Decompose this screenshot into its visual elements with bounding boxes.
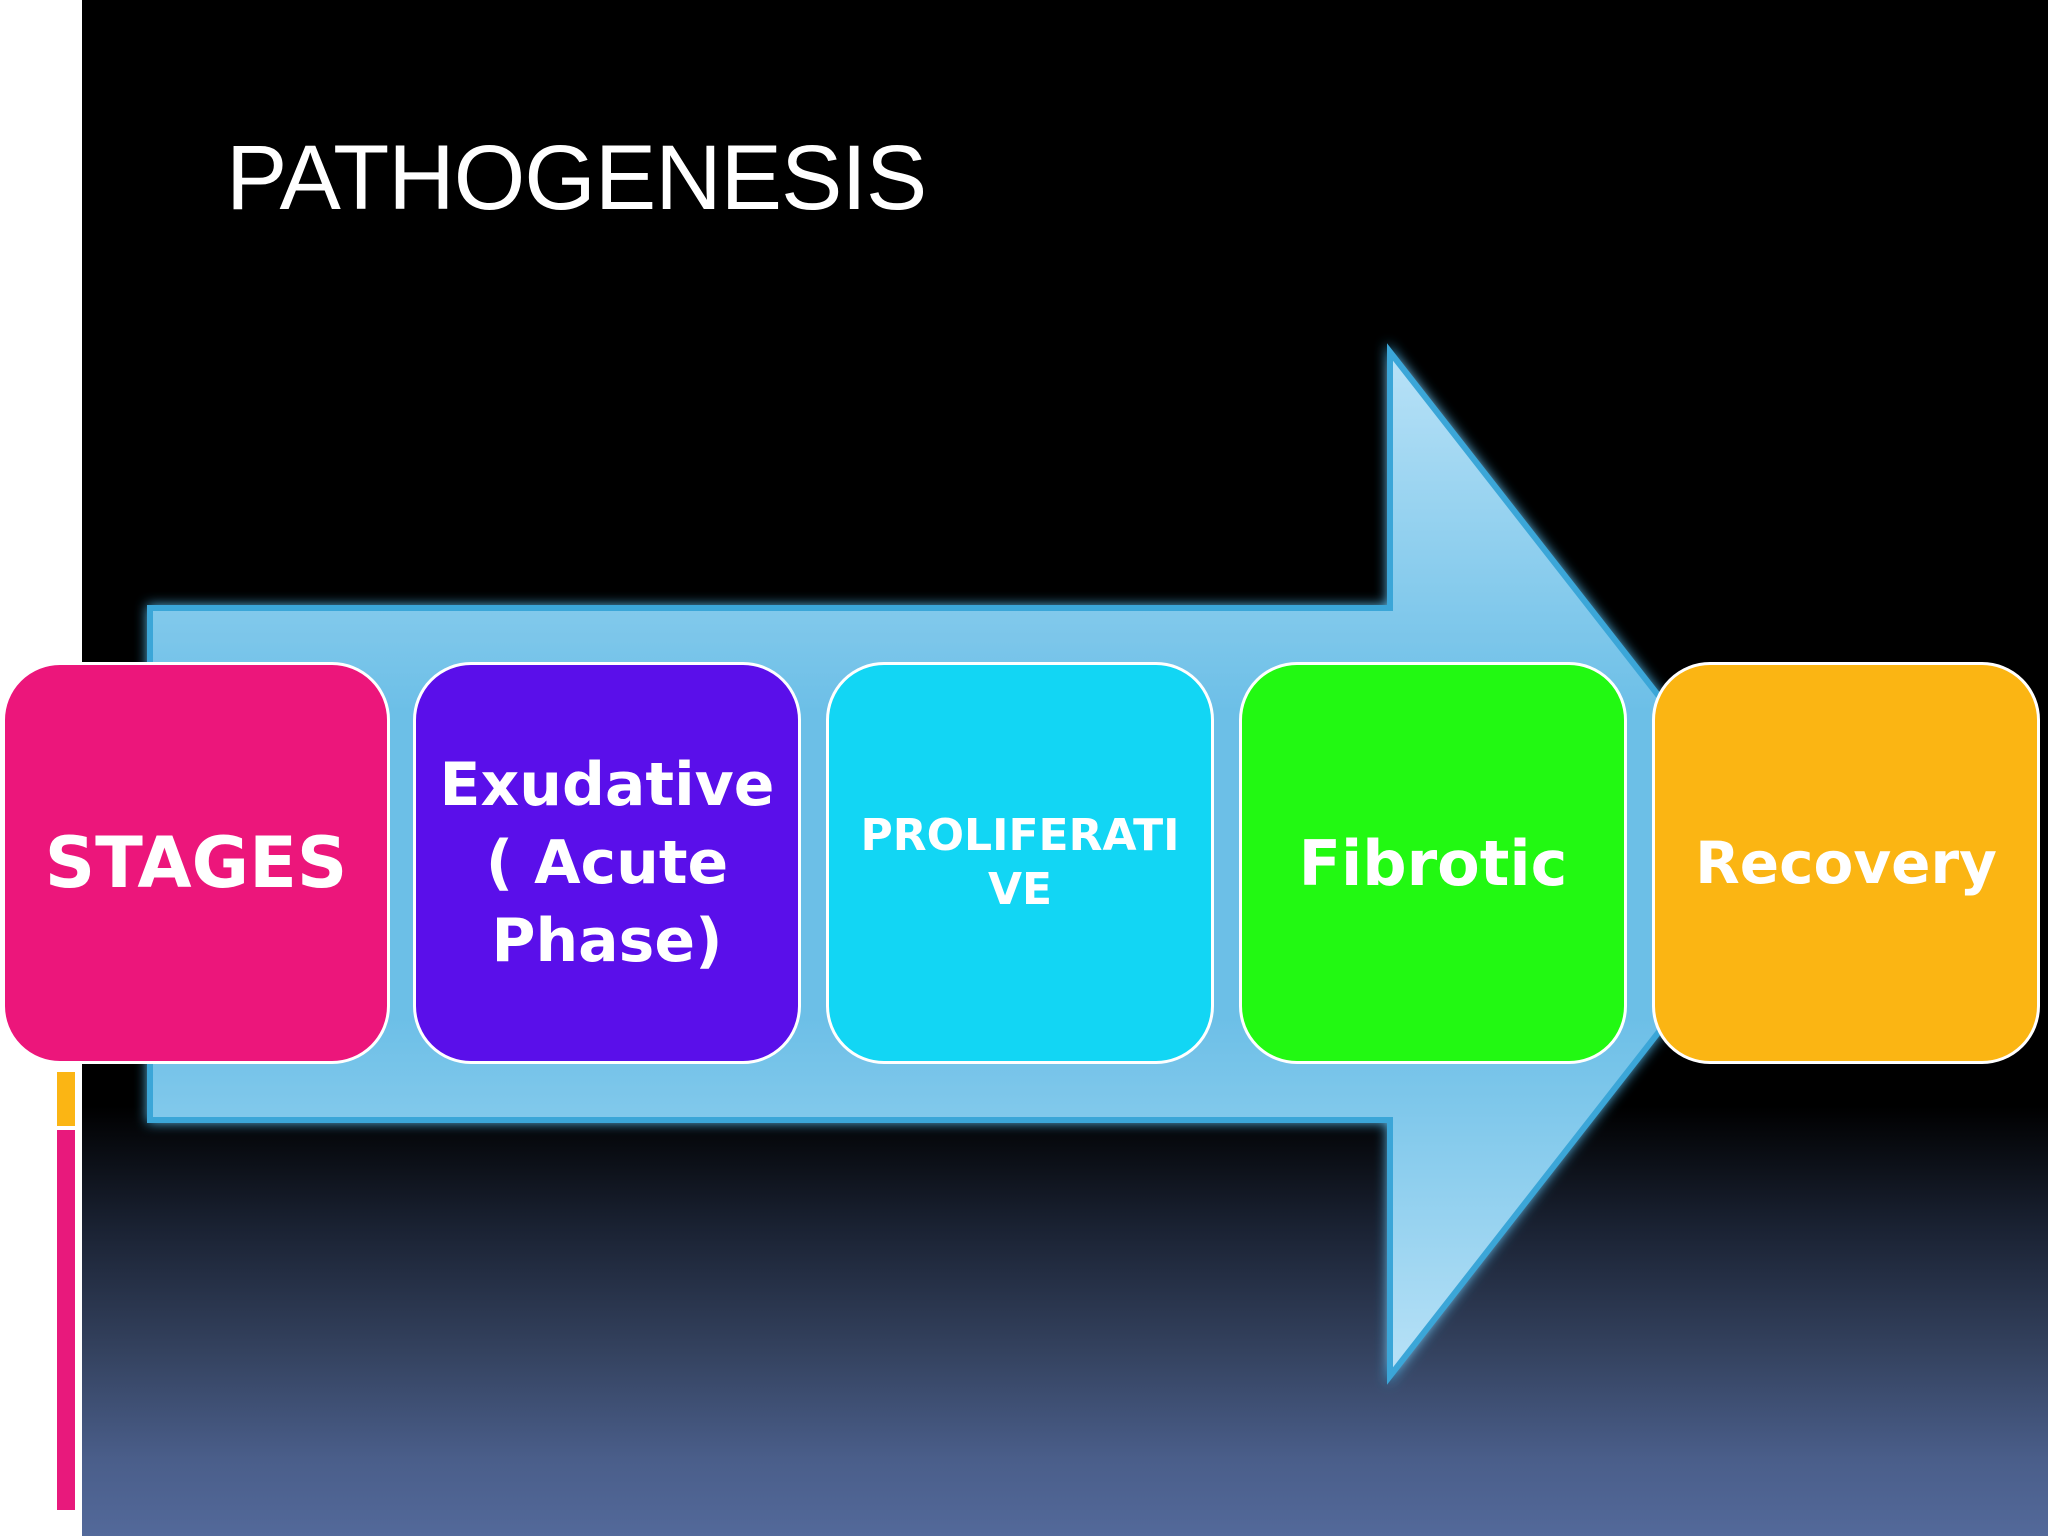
title-barcode-mark — [48, 152, 82, 236]
stage-label: Exudative ( Acute Phase) — [439, 750, 775, 976]
accent-bar-pink — [57, 1130, 75, 1510]
accent-bar-yellow — [57, 1072, 75, 1126]
stage-label: STAGES — [44, 822, 348, 904]
stage-label: Recovery — [1695, 829, 1997, 897]
stage-box-stages: STAGES — [2, 662, 390, 1064]
stage-box-fibrotic: Fibrotic — [1239, 662, 1627, 1064]
stage-box-exudative: Exudative ( Acute Phase) — [413, 662, 801, 1064]
stage-box-proliferative: PROLIFERATIVE — [826, 662, 1214, 1064]
stage-box-recovery: Recovery — [1652, 662, 2040, 1064]
stage-label: PROLIFERATIVE — [860, 810, 1180, 915]
slide-title: PATHOGENESIS — [226, 127, 927, 229]
stage-label: Fibrotic — [1298, 826, 1568, 900]
